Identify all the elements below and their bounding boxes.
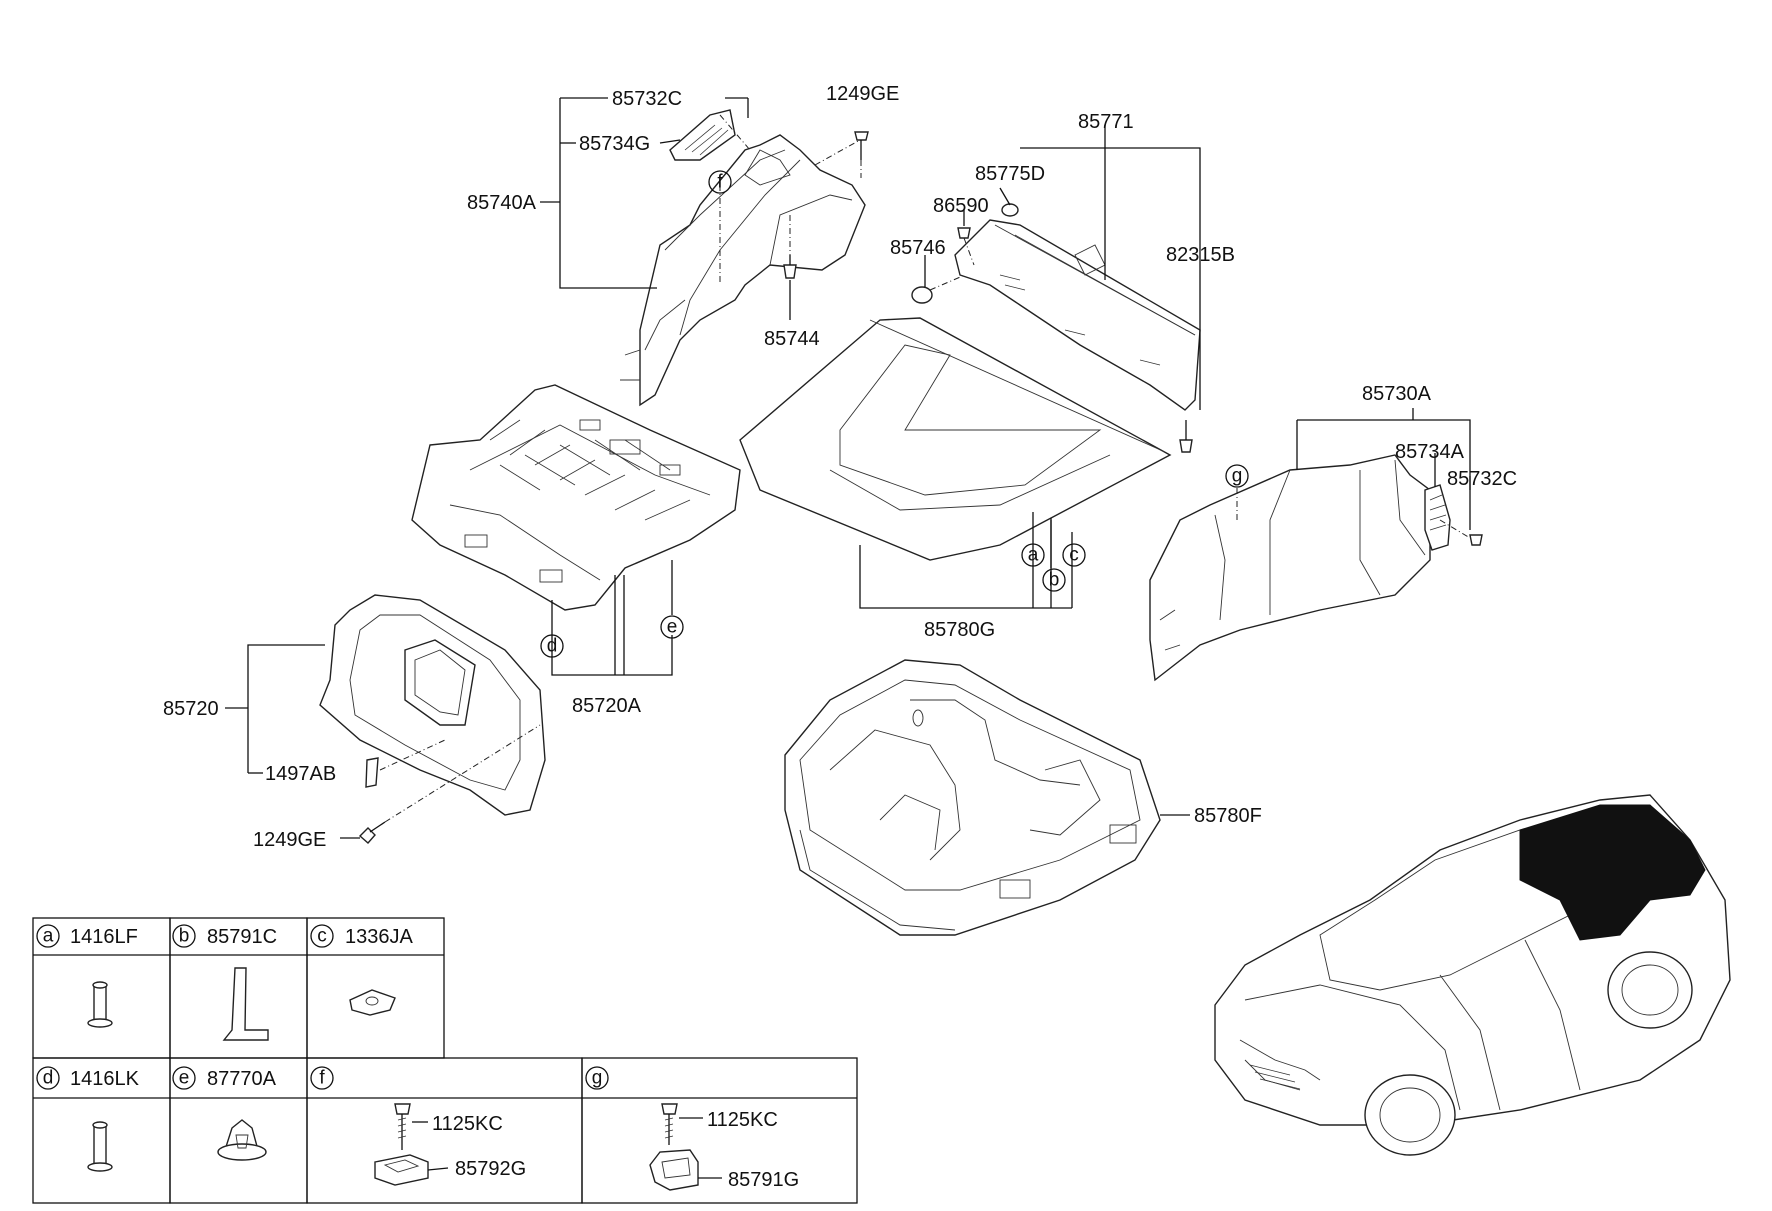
part-label-85780F: 85780F — [1194, 805, 1262, 827]
leader-85720A-bracket — [551, 560, 673, 676]
legend-icon-f-screw-bracket — [374, 1103, 429, 1186]
legend-icon-clip-1416LF — [87, 981, 113, 1028]
garnish-85734G — [669, 109, 736, 161]
legend-part-85792G: 85792G — [455, 1158, 526, 1180]
legend-c-circle: c — [310, 924, 334, 948]
luggage-covering-85720A — [411, 384, 741, 611]
legend-d-circle: d — [36, 1066, 60, 1090]
svg-text:f: f — [717, 172, 723, 193]
cap-85775D — [1001, 203, 1019, 217]
legend-part-1125KC-f: 1125KC — [432, 1113, 503, 1135]
clip-86590 — [957, 227, 975, 266]
screw-1249GE-bottom — [340, 724, 541, 844]
legend-part-85791G: 85791G — [728, 1169, 799, 1191]
legend-icon-clip-1416LK — [87, 1121, 113, 1172]
svg-text:f: f — [319, 1068, 325, 1089]
trunk-tray-85780F — [784, 659, 1161, 936]
part-label-85771: 85771 — [1078, 111, 1134, 133]
seat-back-panel-85720 — [319, 594, 546, 816]
garnish-85734A — [1424, 484, 1451, 551]
part-label-82315B: 82315B — [1166, 244, 1235, 266]
legend-a-circle: a — [36, 924, 60, 948]
clip-back-panel — [1179, 420, 1193, 453]
back-panel-trim-82315B — [954, 219, 1201, 411]
legend-table — [32, 917, 858, 1204]
svg-text:d: d — [547, 636, 558, 657]
right-quarter-trim-85730A — [1149, 454, 1431, 682]
part-label-1249GE-bottom: 1249GE — [253, 829, 326, 851]
callout-f-left: f — [708, 170, 732, 194]
part-label-85720: 85720 — [163, 698, 219, 720]
legend-part-1416LK: 1416LK — [70, 1068, 140, 1090]
clip-85732C-right — [1439, 519, 1483, 546]
part-label-86590: 86590 — [933, 195, 989, 217]
callout-e-luggage: e — [660, 615, 684, 639]
legend-icon-bracket-85791C — [222, 967, 269, 1041]
svg-text:g: g — [592, 1068, 603, 1089]
guide-line — [379, 739, 446, 771]
legend-f-circle: f — [310, 1066, 334, 1090]
cover-85746 — [911, 274, 966, 304]
leader-85740A-bracket — [540, 97, 749, 289]
part-label-1249GE-top: 1249GE — [826, 83, 899, 105]
callout-d-luggage: d — [540, 634, 564, 658]
svg-text:d: d — [43, 1068, 54, 1089]
part-label-85734G: 85734G — [579, 133, 650, 155]
callout-g-right: g — [1225, 464, 1249, 488]
legend-e-circle: e — [172, 1066, 196, 1090]
highlighted-trunk-area — [1519, 804, 1706, 941]
callout-b-floor: b — [1042, 568, 1066, 592]
part-label-85744: 85744 — [764, 328, 820, 350]
legend-g-circle: g — [585, 1066, 609, 1090]
svg-text:c: c — [1069, 545, 1079, 566]
legend-part-1416LF: 1416LF — [70, 926, 138, 948]
svg-text:a: a — [1028, 545, 1039, 566]
callout-a-floor: a — [1021, 543, 1045, 567]
part-label-85732C-top: 85732C — [612, 88, 682, 110]
leader-line — [427, 1167, 449, 1171]
svg-text:e: e — [667, 617, 678, 638]
svg-text:g: g — [1232, 466, 1243, 487]
part-label-85780G: 85780G — [924, 619, 995, 641]
legend-icon-nut-1336JA — [349, 989, 396, 1016]
bracket-85720 — [225, 644, 325, 774]
part-label-85734A: 85734A — [1395, 441, 1465, 463]
vehicle-location-illustration — [1214, 794, 1731, 1156]
leader-85730A-bracket — [1296, 408, 1471, 530]
trunk-floor-covering-85780G — [739, 317, 1172, 561]
svg-text:e: e — [179, 1068, 190, 1089]
part-label-85730A: 85730A — [1362, 383, 1432, 405]
legend-part-1336JA: 1336JA — [345, 926, 413, 948]
part-label-85720A: 85720A — [572, 695, 642, 717]
legend-part-85791C: 85791C — [207, 926, 277, 948]
tape-1497AB — [365, 757, 379, 788]
guide-line — [814, 139, 861, 166]
svg-text:c: c — [317, 926, 327, 947]
part-label-85732C-right: 85732C — [1447, 468, 1517, 490]
part-label-85746: 85746 — [890, 237, 946, 259]
screw-1249GE-top — [854, 131, 869, 178]
clip-85744 — [783, 255, 797, 279]
svg-text:a: a — [43, 926, 54, 947]
part-label-85775D: 85775D — [975, 163, 1045, 185]
leader-85771-bracket — [924, 128, 1201, 410]
legend-icon-g-screw-bracket — [649, 1103, 699, 1191]
legend-icon-clip-87770A — [217, 1119, 267, 1161]
legend-b-circle: b — [172, 924, 196, 948]
callout-c-floor: c — [1062, 543, 1086, 567]
legend-part-87770A: 87770A — [207, 1068, 277, 1090]
legend-part-1125KC-g: 1125KC — [707, 1109, 778, 1131]
svg-text:b: b — [179, 926, 190, 947]
part-label-1497AB: 1497AB — [265, 763, 336, 785]
part-label-85740A: 85740A — [467, 192, 537, 214]
svg-text:b: b — [1049, 570, 1060, 591]
